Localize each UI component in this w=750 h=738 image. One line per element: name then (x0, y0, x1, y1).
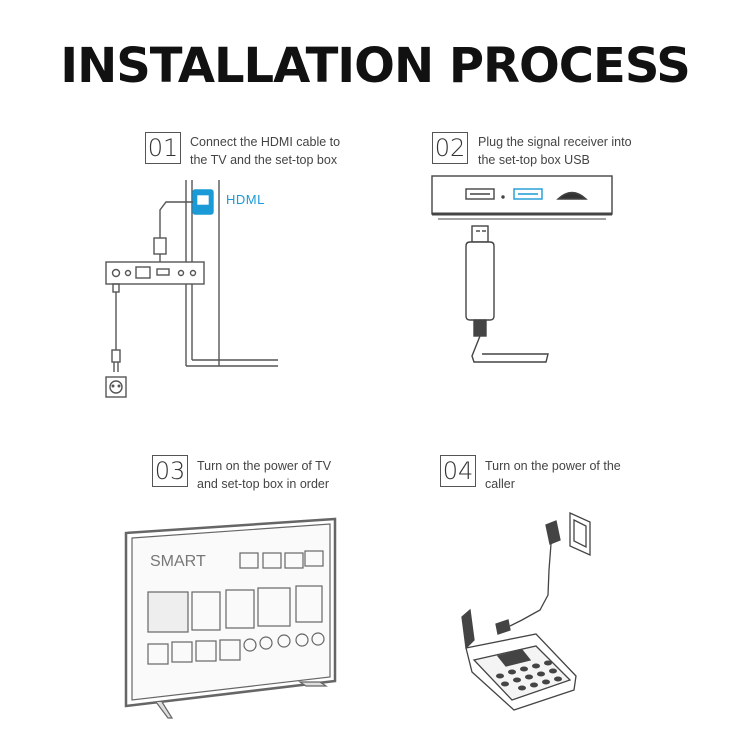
step-3-number: 03 (152, 455, 188, 487)
step-1-number: 01 (145, 132, 181, 164)
step-3-line-1: Turn on the power of TV (197, 459, 332, 473)
wall-outlet-icon (569, 511, 591, 557)
usb-receiver-illustration (431, 175, 613, 363)
step-2-number: 02 (432, 132, 468, 164)
step-4-instruction: Turn on the power of the caller (485, 457, 621, 493)
hdmi-connection-illustration (105, 180, 278, 398)
step-2-instruction: Plug the signal receiver into the set-to… (478, 133, 632, 169)
power-outlet-icon (105, 376, 127, 398)
step-1-line-2: the TV and the set-top box (190, 153, 338, 167)
usb-port-icon (513, 188, 543, 200)
page-title: INSTALLATION PROCESS (60, 38, 691, 94)
step-2-line-1: Plug the signal receiver into (478, 135, 632, 149)
set-top-box-front-icon (431, 175, 613, 215)
tv-brand-text: SMART (150, 553, 206, 570)
step-1-instruction: Connect the HDMI cable to the TV and the… (190, 133, 340, 169)
set-top-box-icon (105, 261, 205, 285)
tv-illustration: SMART (124, 517, 337, 719)
hdmi-port-label: HDML (226, 192, 265, 207)
step-3-instruction: Turn on the power of TV and set-top box … (197, 457, 331, 493)
step-4-line-2: caller (485, 477, 515, 491)
step-4-line-1: Turn on the power of the (485, 459, 621, 473)
caller-illustration (461, 511, 591, 711)
step-3-line-2: and set-top box in order (197, 477, 330, 491)
usb-receiver-icon (465, 241, 495, 321)
step-2-line-2: the set-top box USB (478, 153, 590, 167)
step-1-line-1: Connect the HDMI cable to (190, 135, 341, 149)
step-4-number: 04 (440, 455, 476, 487)
antenna-icon (461, 608, 475, 650)
